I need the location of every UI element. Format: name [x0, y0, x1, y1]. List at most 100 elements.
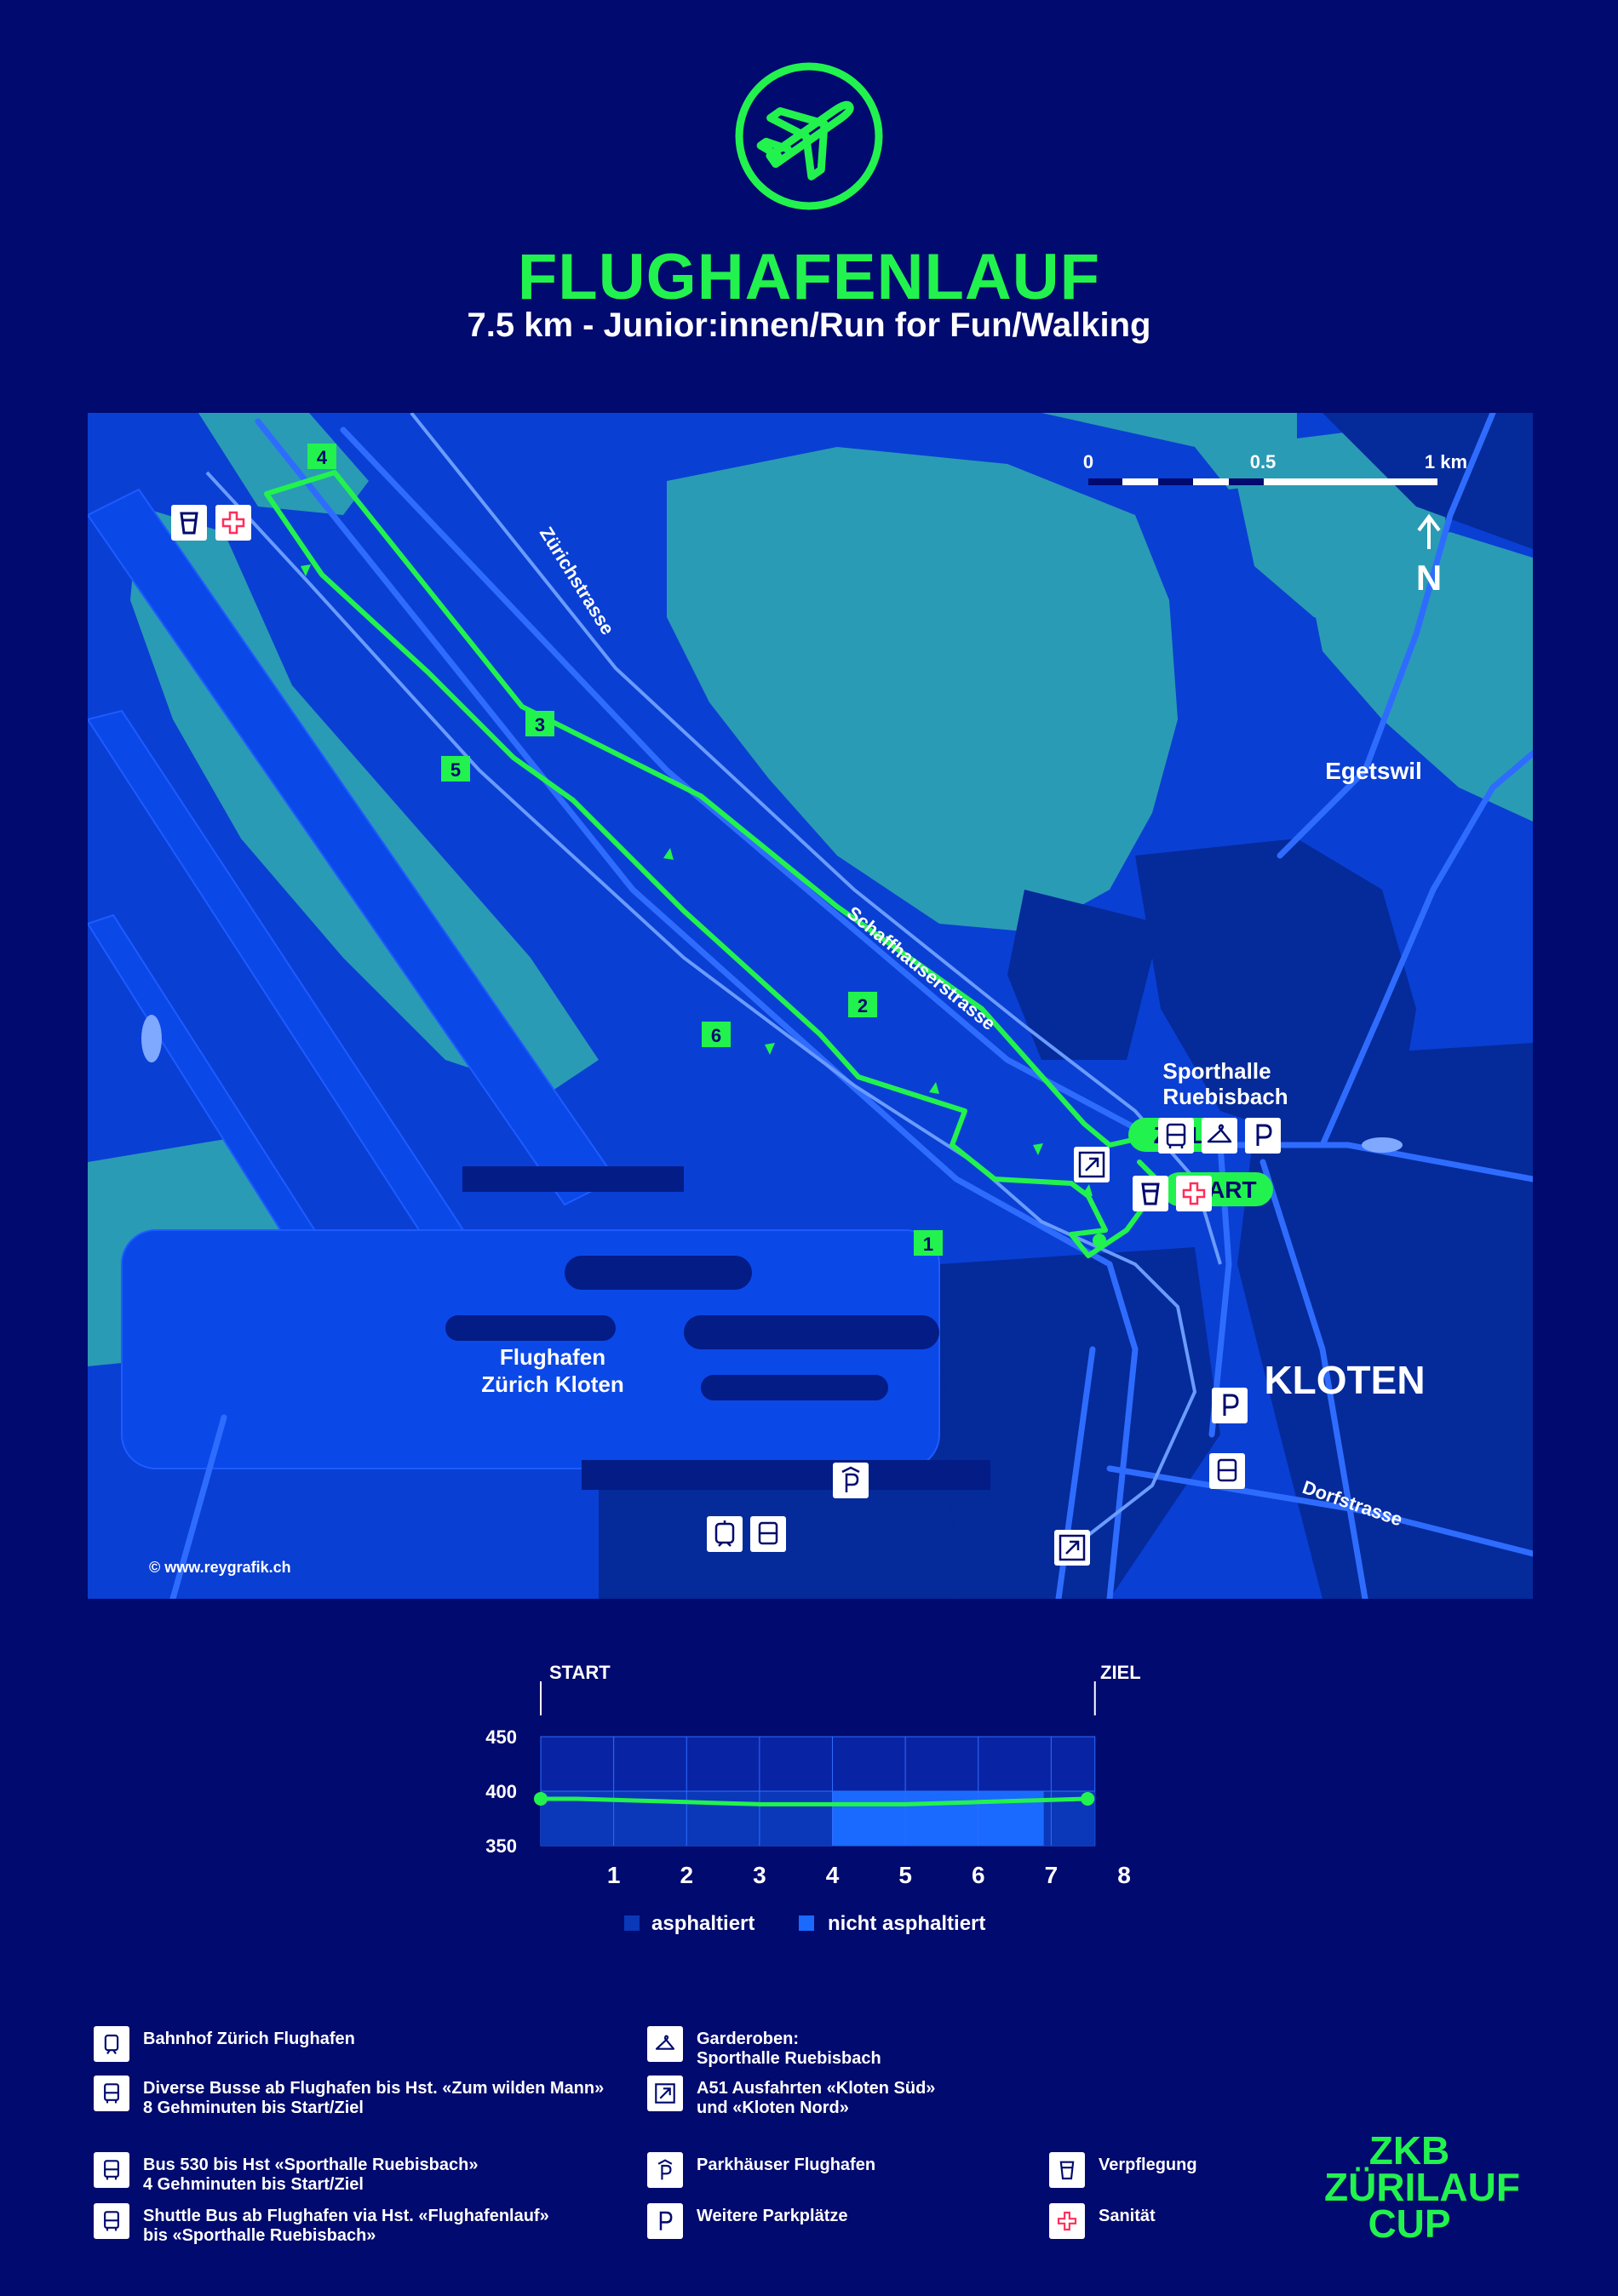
elevation-line: [541, 1796, 1088, 1806]
north-arrow: N: [1416, 513, 1442, 598]
parking-icon: [647, 2203, 683, 2239]
map-credit: © www.reygrafik.ch: [149, 1559, 291, 1576]
legend-item-parking-garage: Parkhäuser Flughafen: [647, 2152, 875, 2188]
svg-text:3: 3: [535, 714, 545, 736]
km-markers: 1 2 3 4 5 6: [307, 444, 943, 1256]
legend-item-first-aid: Sanität: [1049, 2203, 1156, 2239]
legend-text-parking-garage: Parkhäuser Flughafen: [697, 2156, 876, 2174]
x-tick-3: 3: [753, 1862, 766, 1888]
place-airport-line1: Flughafen: [500, 1344, 605, 1370]
legend-item-parking: Weitere Parkplätze: [647, 2203, 848, 2239]
x-tick-6: 6: [972, 1862, 985, 1888]
brand-line-2: ZÜRILAUF: [1324, 2165, 1520, 2209]
place-egetswil: Egetswil: [1325, 758, 1422, 784]
route-outbound: [264, 470, 1150, 1237]
first-aid-icon: [1049, 2203, 1085, 2239]
x-tick-5: 5: [898, 1862, 912, 1888]
motorway-exit-icon: [1074, 1147, 1110, 1182]
km-marker-2: 2: [848, 992, 877, 1017]
bus-icon: [1209, 1453, 1245, 1489]
elevation-end-point: [1081, 1791, 1095, 1806]
scale-bar: 0 0.5 1 km: [1083, 451, 1467, 485]
km-marker-3: 3: [525, 711, 554, 736]
legend-item-cloakroom: Garderoben: Sporthalle Ruebisbach: [647, 2026, 881, 2069]
water: [141, 1015, 1403, 1153]
legend-item-train: Bahnhof Zürich Flughafen: [94, 2026, 355, 2062]
cloakroom-icon: [647, 2026, 683, 2062]
map-icons: [171, 505, 251, 541]
profile-start-label: START: [549, 1662, 611, 1683]
bus-icon: [750, 1516, 786, 1552]
legend-item-bus-530: Bus 530 bis Hst «Sporthalle Ruebisbach» …: [94, 2152, 478, 2195]
bus-icon: [94, 2152, 129, 2188]
elevation-profile-chart: START ZIEL 450 400 350 1 2 3 4 5 6 7 8 a…: [485, 1662, 1140, 1935]
place-sporthalle-line1: Sporthalle: [1162, 1058, 1271, 1084]
water-cup-icon: [1049, 2152, 1085, 2188]
roads: [169, 413, 1533, 1599]
first-aid-icon: [215, 505, 251, 541]
parking-garage-icon: [647, 2152, 683, 2188]
route-map: 1 2 3 4 5 6 ZIEL START 0 0.5 1 km N Eget…: [88, 413, 1533, 1599]
legend-text-cloakroom: Garderoben: Sporthalle Ruebisbach: [697, 2030, 881, 2068]
venue-icons: [707, 1118, 1281, 1566]
legend-swatch-asphaltiert: [624, 1915, 640, 1931]
legend-item-bus-diverse: Diverse Busse ab Flughafen bis Hst. «Zum…: [94, 2076, 604, 2118]
svg-text:0: 0: [1083, 451, 1093, 472]
svg-text:0.5: 0.5: [1250, 451, 1277, 472]
water-cup-icon: [1133, 1176, 1168, 1211]
elevation-start-point: [534, 1791, 548, 1806]
motorway-exit-icon: [647, 2076, 683, 2111]
parking-icon: [1212, 1388, 1248, 1423]
surface-legend: asphaltiert nicht asphaltiert: [624, 1912, 985, 1935]
y-tick-450: 450: [485, 1726, 517, 1748]
parking-icon: [1245, 1118, 1281, 1154]
first-aid-icon: [1176, 1176, 1212, 1211]
legend-text-first-aid: Sanität: [1099, 2207, 1156, 2225]
route-direction-arrows: [301, 564, 1093, 1196]
place-kloten: KLOTEN: [1264, 1358, 1425, 1402]
brand-line-1: ZKB: [1368, 2128, 1450, 2173]
legend-item-shuttle: Shuttle Bus ab Flughafen via Hst. «Flugh…: [94, 2203, 549, 2246]
parking-garage-icon: [833, 1463, 869, 1498]
elevation-x-ticks: 1 2 3 4 5 6 7 8: [607, 1862, 1131, 1888]
bus-icon: [94, 2203, 129, 2239]
legend-text-motorway-exit: A51 Ausfahrten «Kloten Süd» und «Kloten …: [697, 2079, 936, 2117]
km-marker-6: 6: [702, 1022, 731, 1047]
bus-icon: [94, 2076, 129, 2111]
svg-text:2: 2: [858, 995, 868, 1016]
x-tick-7: 7: [1045, 1862, 1059, 1888]
legend-text-bus-530: Bus 530 bis Hst «Sporthalle Ruebisbach» …: [143, 2156, 479, 2194]
y-tick-400: 400: [485, 1781, 517, 1802]
legend-item-motorway-exit: A51 Ausfahrten «Kloten Süd» und «Kloten …: [647, 2076, 935, 2118]
km-marker-4: 4: [307, 444, 336, 469]
brand-line-3: CUP: [1368, 2202, 1451, 2246]
place-airport-line2: Zürich Kloten: [481, 1371, 624, 1397]
airplane-logo-icon: [735, 62, 883, 210]
start-point: [1093, 1234, 1106, 1247]
elevation-y-ticks: 450 400 350: [485, 1726, 517, 1857]
train-icon: [707, 1516, 743, 1552]
legend-label-nicht-asphaltiert: nicht asphaltiert: [828, 1912, 985, 1935]
svg-text:N: N: [1416, 558, 1442, 598]
elevation-axes: [534, 1681, 1096, 1847]
svg-text:5: 5: [450, 759, 461, 781]
brand-logo: ZKB ZÜRILAUF CUP: [1324, 2128, 1520, 2246]
legend-text-train: Bahnhof Zürich Flughafen: [143, 2030, 355, 2048]
cloakroom-icon: [1202, 1118, 1237, 1154]
water-cup-icon: [171, 505, 207, 541]
legend-text-water: Verpflegung: [1099, 2156, 1197, 2174]
bus-icon: [1158, 1118, 1194, 1154]
legend-text-bus-diverse: Diverse Busse ab Flughafen bis Hst. «Zum…: [143, 2079, 605, 2117]
km-marker-5: 5: [441, 756, 470, 782]
svg-text:1 km: 1 km: [1425, 451, 1467, 472]
x-tick-1: 1: [607, 1862, 621, 1888]
motorway-exit-icon: [1054, 1530, 1090, 1566]
page-title: FLUGHAFENLAUF: [517, 241, 1101, 313]
page-subtitle: 7.5 km - Junior:innen/Run for Fun/Walkin…: [467, 306, 1151, 344]
svg-text:6: 6: [711, 1025, 721, 1046]
km-marker-1: 1: [914, 1230, 943, 1256]
terminal-buildings: [445, 1166, 990, 1490]
x-tick-8: 8: [1117, 1862, 1131, 1888]
place-sporthalle-line2: Ruebisbach: [1162, 1084, 1288, 1109]
y-tick-350: 350: [485, 1835, 517, 1857]
